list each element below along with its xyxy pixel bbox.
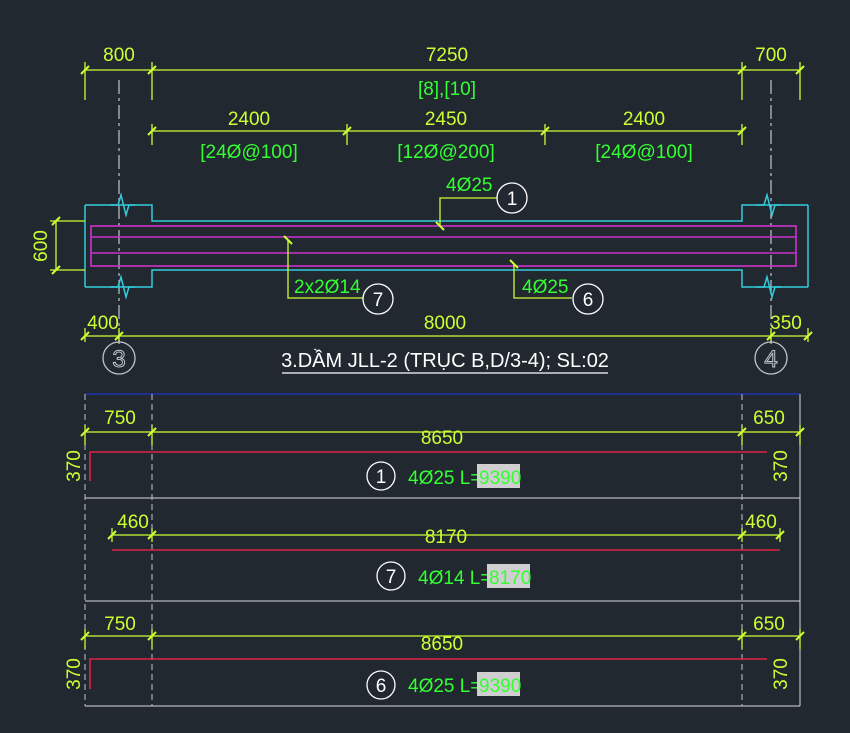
axis-bubble-right — [754, 341, 788, 375]
callout-6-number: 6 — [583, 290, 594, 311]
dim-top-left: 800 — [103, 45, 135, 66]
bar-1-length-highlight — [477, 464, 520, 488]
beam-height-label: 600 — [31, 230, 52, 262]
bar-1-dim-right: 650 — [753, 408, 785, 429]
bar-6-spec: 4Ø25 L= — [408, 676, 481, 697]
rebar-lines — [90, 225, 797, 267]
dim-zone-2: 2450 — [425, 109, 467, 130]
bar-7-length-highlight — [487, 564, 530, 588]
bar-1-dim-main: 8650 — [421, 428, 463, 449]
callout-6-text: 4Ø25 — [522, 277, 568, 298]
bar-6-dim-main: 8650 — [421, 634, 463, 655]
bar-7-mark-number: 7 — [386, 567, 397, 588]
dim-bottom-left: 400 — [87, 313, 119, 334]
bar-7-mark — [376, 561, 406, 591]
bar-1-shape — [89, 451, 767, 481]
axis-bubble-left — [102, 341, 136, 375]
bar-6-mark — [366, 670, 396, 700]
bar-6-shape — [89, 658, 767, 689]
bar-7-length: 8170 — [489, 568, 531, 589]
stirrup-zone-2: [12Ø@200] — [397, 142, 494, 163]
bar-6-length-highlight — [477, 672, 520, 696]
callout-7-mark — [362, 283, 394, 315]
axis-label-right: 4 — [764, 346, 777, 373]
bar-7-dim-left: 460 — [117, 512, 149, 533]
bar-6-hook-left: 370 — [64, 658, 85, 690]
callout-1-mark — [496, 182, 528, 214]
bar-1: 750 8650 650 370 370 1 4Ø25 L= 9390 — [64, 408, 805, 491]
bar-7: 460 8170 460 7 4Ø14 L= 8170 — [107, 512, 785, 591]
bar-1-length: 9390 — [479, 468, 521, 489]
bar-1-mark-number: 1 — [376, 467, 387, 488]
schedule-frame — [85, 393, 801, 707]
callout-1-number: 1 — [507, 189, 518, 210]
bar-7-dim-right: 460 — [745, 512, 777, 533]
callout-7-text: 2x2Ø14 — [294, 277, 361, 298]
bar-6-mark-number: 6 — [376, 676, 387, 697]
span-note: [8],[10] — [418, 79, 476, 100]
bar-1-dim-left: 750 — [104, 408, 136, 429]
dim-top-right: 700 — [755, 45, 787, 66]
bar-7-dim-main: 8170 — [425, 527, 467, 548]
beam-height-dim — [50, 216, 85, 275]
axis-label-left: 3 — [112, 346, 125, 373]
callout-6-mark — [572, 283, 604, 315]
dim-bottom-right: 350 — [770, 313, 802, 334]
top-dimension-row-1 — [80, 62, 805, 100]
bar-1-hook-right: 370 — [771, 450, 792, 482]
bar-1-hook-left: 370 — [64, 450, 85, 482]
top-dimension-row-2 — [147, 124, 747, 145]
dim-zone-3: 2400 — [623, 109, 665, 130]
dim-top-span: 7250 — [426, 45, 468, 66]
bar-6-dim-left: 750 — [104, 614, 136, 635]
bar-6-hook-right: 370 — [771, 658, 792, 690]
bar-1-mark — [366, 461, 396, 491]
bar-6-length: 9390 — [479, 676, 521, 697]
bar-7-spec: 4Ø14 L= — [418, 568, 491, 589]
dim-bottom-span: 8000 — [424, 313, 466, 334]
beam-bottom-dimension — [80, 328, 813, 342]
bar-6-dim-right: 650 — [753, 614, 785, 635]
bar-1-spec: 4Ø25 L= — [408, 468, 481, 489]
stirrup-zone-1: [24Ø@100] — [200, 142, 297, 163]
dim-zone-1: 2400 — [228, 109, 270, 130]
bar-6: 750 8650 650 370 370 6 4Ø25 L= 9390 — [64, 614, 805, 700]
stirrup-zone-3: [24Ø@100] — [595, 142, 692, 163]
callout-1-text: 4Ø25 — [446, 175, 492, 196]
callout-leaders — [287, 197, 572, 299]
callout-7-number: 7 — [373, 290, 384, 311]
beam-outline — [84, 192, 809, 300]
drawing-title: 3.DẦM JLL-2 (TRỤC B,D/3-4); SL:02 — [281, 349, 609, 372]
